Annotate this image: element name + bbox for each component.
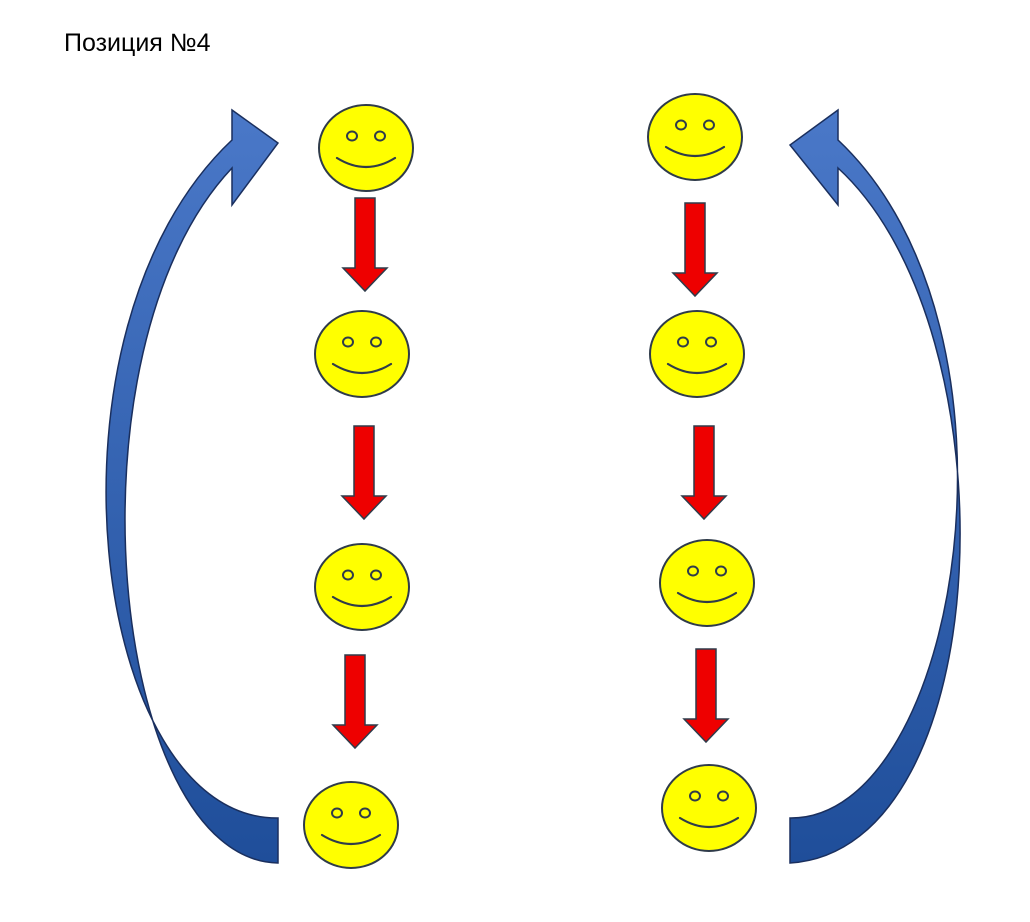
smiley-face-icon — [659, 539, 755, 627]
right-down-arrow-2 — [680, 425, 728, 521]
arrow-down-icon — [331, 654, 379, 750]
right-face-1 — [647, 93, 743, 181]
arrow-down-icon — [671, 202, 719, 298]
smiley-face-icon — [318, 104, 414, 192]
left-face-4 — [303, 781, 399, 869]
right-face-2 — [649, 310, 745, 398]
arrow-down-icon — [340, 425, 388, 521]
smiley-face-icon — [649, 310, 745, 398]
arrow-down-icon — [682, 648, 730, 744]
smiley-face-icon — [661, 764, 757, 852]
left-face-2 — [314, 310, 410, 398]
left-face-3 — [314, 543, 410, 631]
right-face-3 — [659, 539, 755, 627]
right-down-arrow-1 — [671, 202, 719, 298]
right-curved-return-arrow-icon — [788, 108, 961, 864]
smiley-face-icon — [647, 93, 743, 181]
left-down-arrow-3 — [331, 654, 379, 750]
arrow-down-icon — [680, 425, 728, 521]
page-title: Позиция №4 — [64, 29, 211, 57]
left-face-1 — [318, 104, 414, 192]
left-down-arrow-1 — [341, 197, 389, 293]
arrow-down-icon — [341, 197, 389, 293]
right-down-arrow-3 — [682, 648, 730, 744]
smiley-face-icon — [314, 543, 410, 631]
left-down-arrow-2 — [340, 425, 388, 521]
smiley-face-icon — [314, 310, 410, 398]
left-curved-return-arrow-icon — [105, 108, 280, 864]
smiley-face-icon — [303, 781, 399, 869]
right-face-4 — [661, 764, 757, 852]
